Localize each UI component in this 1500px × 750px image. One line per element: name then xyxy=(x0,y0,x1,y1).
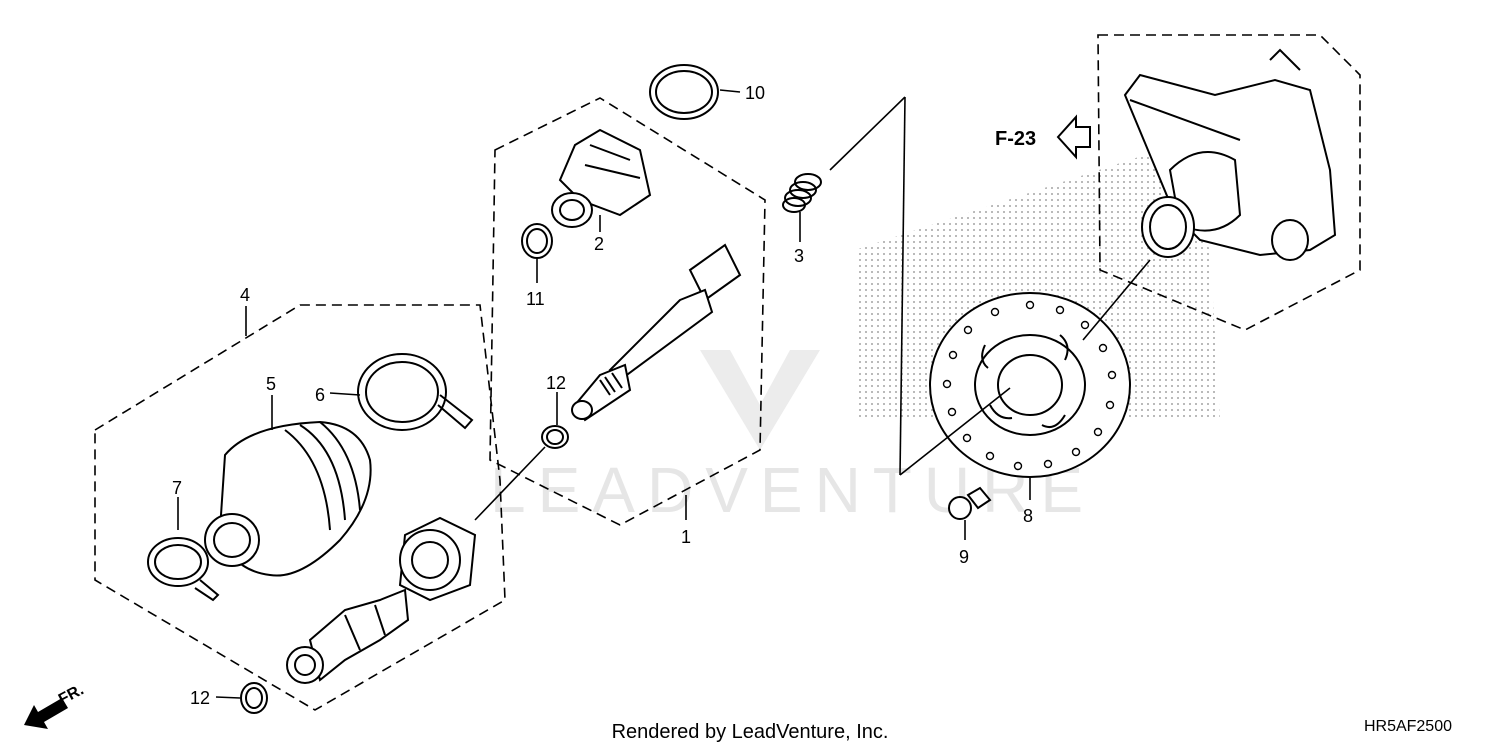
callout-12-upper: 12 xyxy=(546,373,566,393)
callout-2: 2 xyxy=(594,234,604,254)
callout-12-lower: 12 xyxy=(190,688,210,708)
part-10-o-ring[interactable] xyxy=(649,64,719,120)
callout-1: 1 xyxy=(681,527,691,547)
reference-f23[interactable]: F-23 xyxy=(995,114,1091,160)
callout-6: 6 xyxy=(315,385,325,405)
group-outline-knuckle xyxy=(1097,34,1361,331)
part-12-washer-lower[interactable] xyxy=(240,682,268,714)
part-12-washer-upper[interactable] xyxy=(541,425,569,449)
rendered-by-credit: Rendered by LeadVenture, Inc. xyxy=(611,721,889,743)
callout-7: 7 xyxy=(172,478,182,498)
part-5-boot[interactable] xyxy=(204,420,372,577)
front-arrow-icon xyxy=(24,698,68,729)
diagram-code: HR5AF2500 xyxy=(1363,718,1452,735)
group-outline-boot-kit xyxy=(94,304,506,711)
part-1-drive-shaft[interactable] xyxy=(571,243,742,422)
part-11-o-ring[interactable] xyxy=(521,223,553,259)
part-8-brake-disc[interactable] xyxy=(929,292,1131,478)
callout-10: 10 xyxy=(745,83,765,103)
reference-arrow-icon xyxy=(1056,114,1091,160)
reference-f23-label: F-23 xyxy=(995,128,1036,150)
part-6-boot-band[interactable] xyxy=(357,353,474,431)
callout-3: 3 xyxy=(794,246,804,266)
part-2-joint-housing[interactable] xyxy=(551,128,652,228)
part-9-bolt[interactable] xyxy=(948,486,992,520)
watermark-logo xyxy=(700,350,820,450)
leader-lines xyxy=(177,89,1151,699)
universal-joint[interactable] xyxy=(286,588,410,684)
group-outline-shaft xyxy=(489,97,766,526)
callout-9: 9 xyxy=(959,547,969,567)
callout-4: 4 xyxy=(240,285,250,305)
outer-joint-cup[interactable] xyxy=(398,516,477,602)
callout-8: 8 xyxy=(1023,506,1033,526)
part-7-small-band[interactable] xyxy=(147,537,220,602)
part-3-spring[interactable] xyxy=(782,173,822,213)
callout-11: 11 xyxy=(526,289,545,309)
knuckle-hub[interactable] xyxy=(1123,48,1337,261)
callout-5: 5 xyxy=(266,374,276,394)
